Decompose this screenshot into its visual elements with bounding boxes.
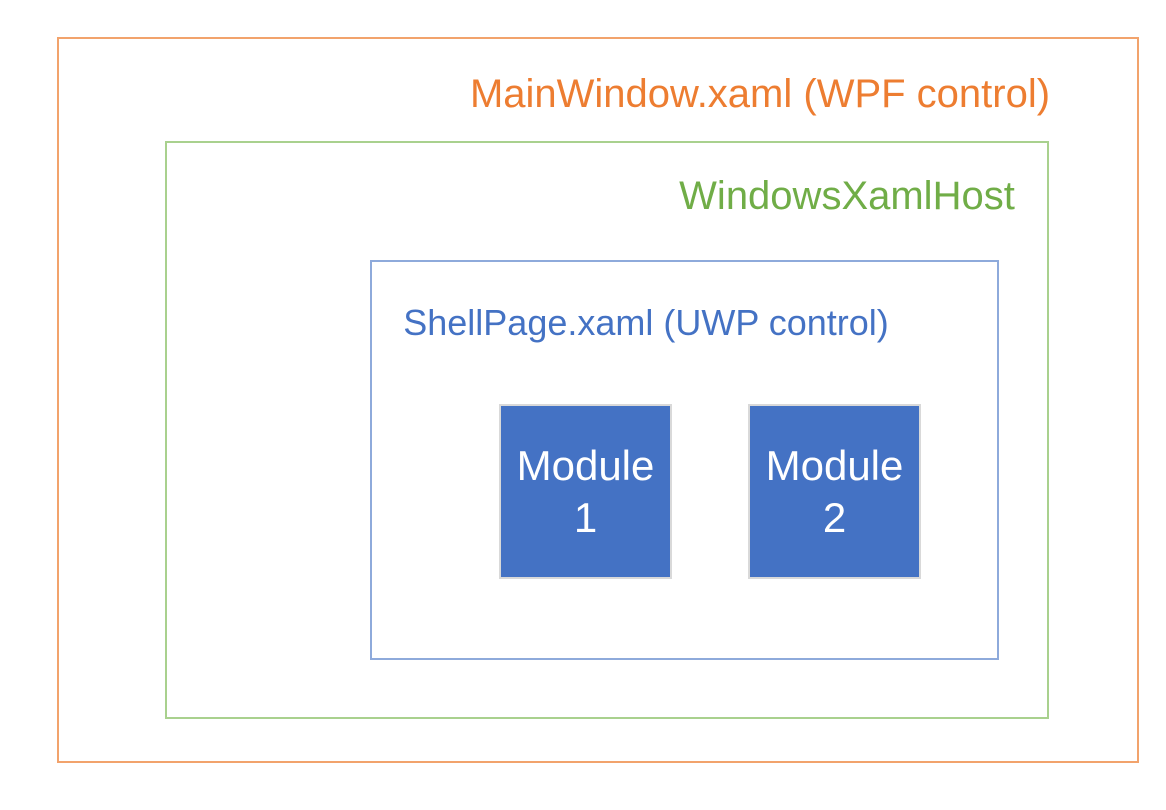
module-1-number: 1 <box>573 493 598 541</box>
module-1-box: Module 1 <box>499 404 672 579</box>
shellpage-box: ShellPage.xaml (UWP control) Module 1 Mo… <box>370 260 999 660</box>
module-1-name: Module <box>516 441 655 489</box>
mainwindow-box: MainWindow.xaml (WPF control) WindowsXam… <box>57 37 1139 763</box>
mainwindow-label: MainWindow.xaml (WPF control) <box>469 72 1051 116</box>
shellpage-label: ShellPage.xaml (UWP control) <box>403 302 889 343</box>
windowsxamlhost-box: WindowsXamlHost ShellPage.xaml (UWP cont… <box>165 141 1049 719</box>
windowsxamlhost-label: WindowsXamlHost <box>679 174 1015 218</box>
module-2-name: Module <box>765 441 904 489</box>
module-2-number: 2 <box>822 493 847 541</box>
module-2-box: Module 2 <box>748 404 921 579</box>
